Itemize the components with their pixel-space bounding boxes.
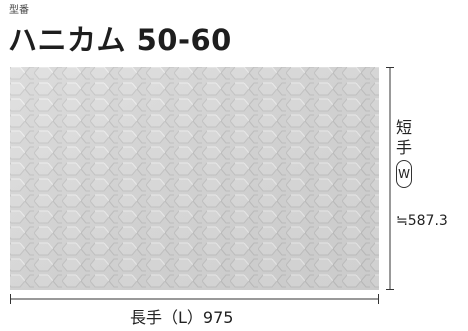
width-label-char-2: 手 — [395, 138, 412, 157]
product-title: ハニカム 50-60 — [8, 23, 232, 57]
width-dimension-line — [386, 67, 394, 290]
length-dimension-line — [10, 294, 379, 304]
texture-swatch — [10, 67, 379, 290]
width-label: 短 手 W — [395, 118, 413, 188]
honeycomb-pattern — [10, 67, 379, 290]
model-number-label: 型番 — [9, 5, 29, 16]
width-value: ≒587.3 — [396, 213, 448, 229]
width-letter-badge: W — [396, 160, 412, 188]
width-label-char-1: 短 — [395, 118, 412, 137]
length-label: 長手（L）975 — [130, 308, 234, 327]
